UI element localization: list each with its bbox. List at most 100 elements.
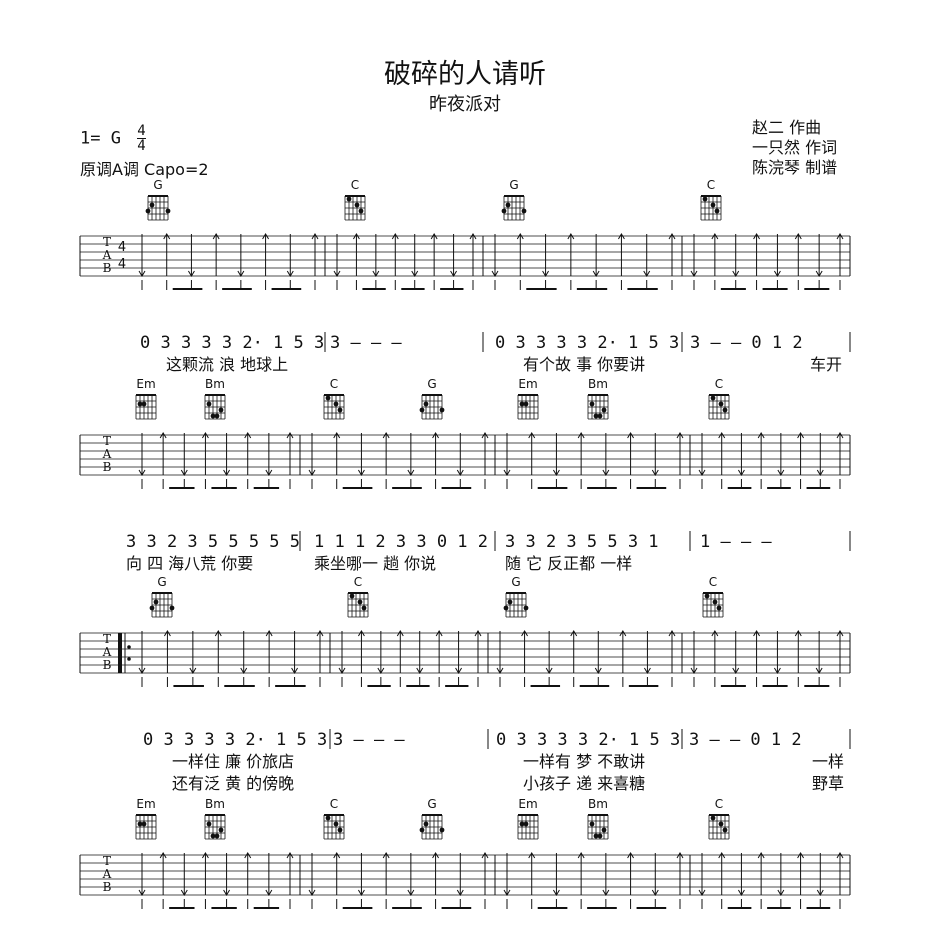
strum-arrow-head xyxy=(777,469,785,476)
notation-measure: 3 – – 0 1 2 xyxy=(689,730,802,750)
lyric-line: 随 它 反正都 一样 xyxy=(505,554,632,573)
chord-finger-dot xyxy=(218,407,224,413)
strum-arrow-head xyxy=(265,889,273,896)
lyric-line: 有个故 事 你要讲 xyxy=(523,355,645,374)
lyricist-credit: 一只然 作词 xyxy=(752,138,838,157)
song-artist: 昨夜派对 xyxy=(429,94,501,115)
chord-name: Em xyxy=(518,797,537,811)
chord-finger-dot xyxy=(210,413,216,419)
notation-measure: 0 3 3 3 3 2· 1 5 3 xyxy=(143,730,327,750)
chord-finger-dot xyxy=(357,599,363,605)
tab-time-signature: 4 xyxy=(118,257,126,272)
strum-arrow-head xyxy=(753,630,760,637)
strum-arrow-head xyxy=(432,432,439,439)
chord-finger-dot xyxy=(206,821,212,827)
rhythm-beam xyxy=(762,288,788,290)
rhythm-beam xyxy=(253,907,280,909)
chord-name: C xyxy=(330,797,338,811)
strum-arrow-head xyxy=(333,270,341,277)
chord-finger-dot xyxy=(503,605,509,611)
strum-arrow-head xyxy=(212,233,220,240)
rhythm-beam xyxy=(275,685,306,687)
chord-finger-dot xyxy=(712,599,718,605)
notation-measure: 3 – – – xyxy=(330,333,402,353)
strum-arrow-head xyxy=(718,432,726,439)
strum-arrow-head xyxy=(308,469,316,476)
chord-finger-dot xyxy=(149,202,155,208)
key-signature: 1= G 4 4 xyxy=(80,124,146,153)
chord-finger-dot xyxy=(153,599,159,605)
strum-arrow-head xyxy=(188,270,195,277)
chord-name: C xyxy=(707,178,715,192)
chord-finger-dot xyxy=(589,821,595,827)
rhythm-beam xyxy=(587,907,617,909)
rhythm-beam xyxy=(767,487,791,489)
strum-arrow-head xyxy=(474,630,482,637)
tab-clef-letter: T xyxy=(103,235,111,249)
rhythm-beam xyxy=(342,487,373,489)
chord-finger-dot xyxy=(716,605,722,611)
chord-name: Bm xyxy=(588,797,608,811)
chord-finger-dot xyxy=(141,821,147,827)
chord-diagram-em: Em xyxy=(135,377,157,420)
strum-arrow-head xyxy=(265,630,273,637)
strum-arrow-head xyxy=(651,889,659,896)
tab-time-signature: 4 xyxy=(118,240,126,255)
strum-arrow-head xyxy=(668,233,676,240)
strum-arrow-head xyxy=(202,852,209,859)
chord-finger-dot xyxy=(710,815,716,821)
strum-arrow-head xyxy=(138,270,146,277)
strum-arrow-head xyxy=(668,630,676,637)
strum-arrow-head xyxy=(738,889,745,896)
chord-name: Em xyxy=(518,377,537,391)
rhythm-beam xyxy=(579,685,610,687)
rhythm-beam xyxy=(440,288,464,290)
chord-diagram-bm: Bm xyxy=(204,797,226,840)
strum-arrow-head xyxy=(244,432,252,439)
chord-finger-dot xyxy=(349,593,355,599)
tab-clef-letter: A xyxy=(102,867,112,881)
strum-arrow-head xyxy=(521,630,528,637)
tab-clef-letter: B xyxy=(103,460,112,474)
strum-arrow-head xyxy=(138,667,146,674)
chord-finger-dot xyxy=(165,208,171,214)
tab-clef-letter: T xyxy=(103,854,111,868)
rhythm-beam xyxy=(537,487,568,489)
chord-finger-dot xyxy=(710,395,716,401)
strum-arrow-head xyxy=(450,270,457,277)
strum-arrow-head xyxy=(676,852,684,859)
rhythm-beam xyxy=(253,487,280,489)
strum-arrow-head xyxy=(836,852,844,859)
chord-finger-dot xyxy=(333,401,339,407)
chord-name: G xyxy=(509,178,518,192)
strum-arrow-head xyxy=(202,432,209,439)
strum-arrow-head xyxy=(619,630,627,637)
strum-arrow-head xyxy=(159,852,167,859)
lyric-line: 车开 xyxy=(810,355,842,374)
strum-arrow-head xyxy=(732,667,740,674)
rhythm-beam xyxy=(406,685,430,687)
chord-finger-dot xyxy=(501,208,507,214)
chord-finger-dot xyxy=(419,407,425,413)
chord-name: G xyxy=(427,797,436,811)
chord-diagram-c: C xyxy=(700,178,722,221)
song-title: 破碎的人请听 xyxy=(384,59,546,90)
strum-arrow-head xyxy=(391,233,399,240)
chord-finger-dot xyxy=(337,827,343,833)
strum-arrow-head xyxy=(481,852,489,859)
tab-clef-letter: A xyxy=(102,645,112,659)
strum-arrow-head xyxy=(358,630,365,637)
rhythm-beam xyxy=(169,487,195,489)
strum-arrow-head xyxy=(311,233,319,240)
strum-arrow-head xyxy=(503,889,511,896)
notation-measure: 3 – – 0 1 2 xyxy=(690,333,803,353)
chord-diagram-g: G xyxy=(419,797,445,840)
strum-arrow-head xyxy=(794,630,802,637)
strum-arrow-head xyxy=(567,233,575,240)
strum-arrow-head xyxy=(481,432,489,439)
strum-arrow-head xyxy=(407,889,415,896)
chord-finger-dot xyxy=(346,196,352,202)
strum-arrow-head xyxy=(643,270,651,277)
